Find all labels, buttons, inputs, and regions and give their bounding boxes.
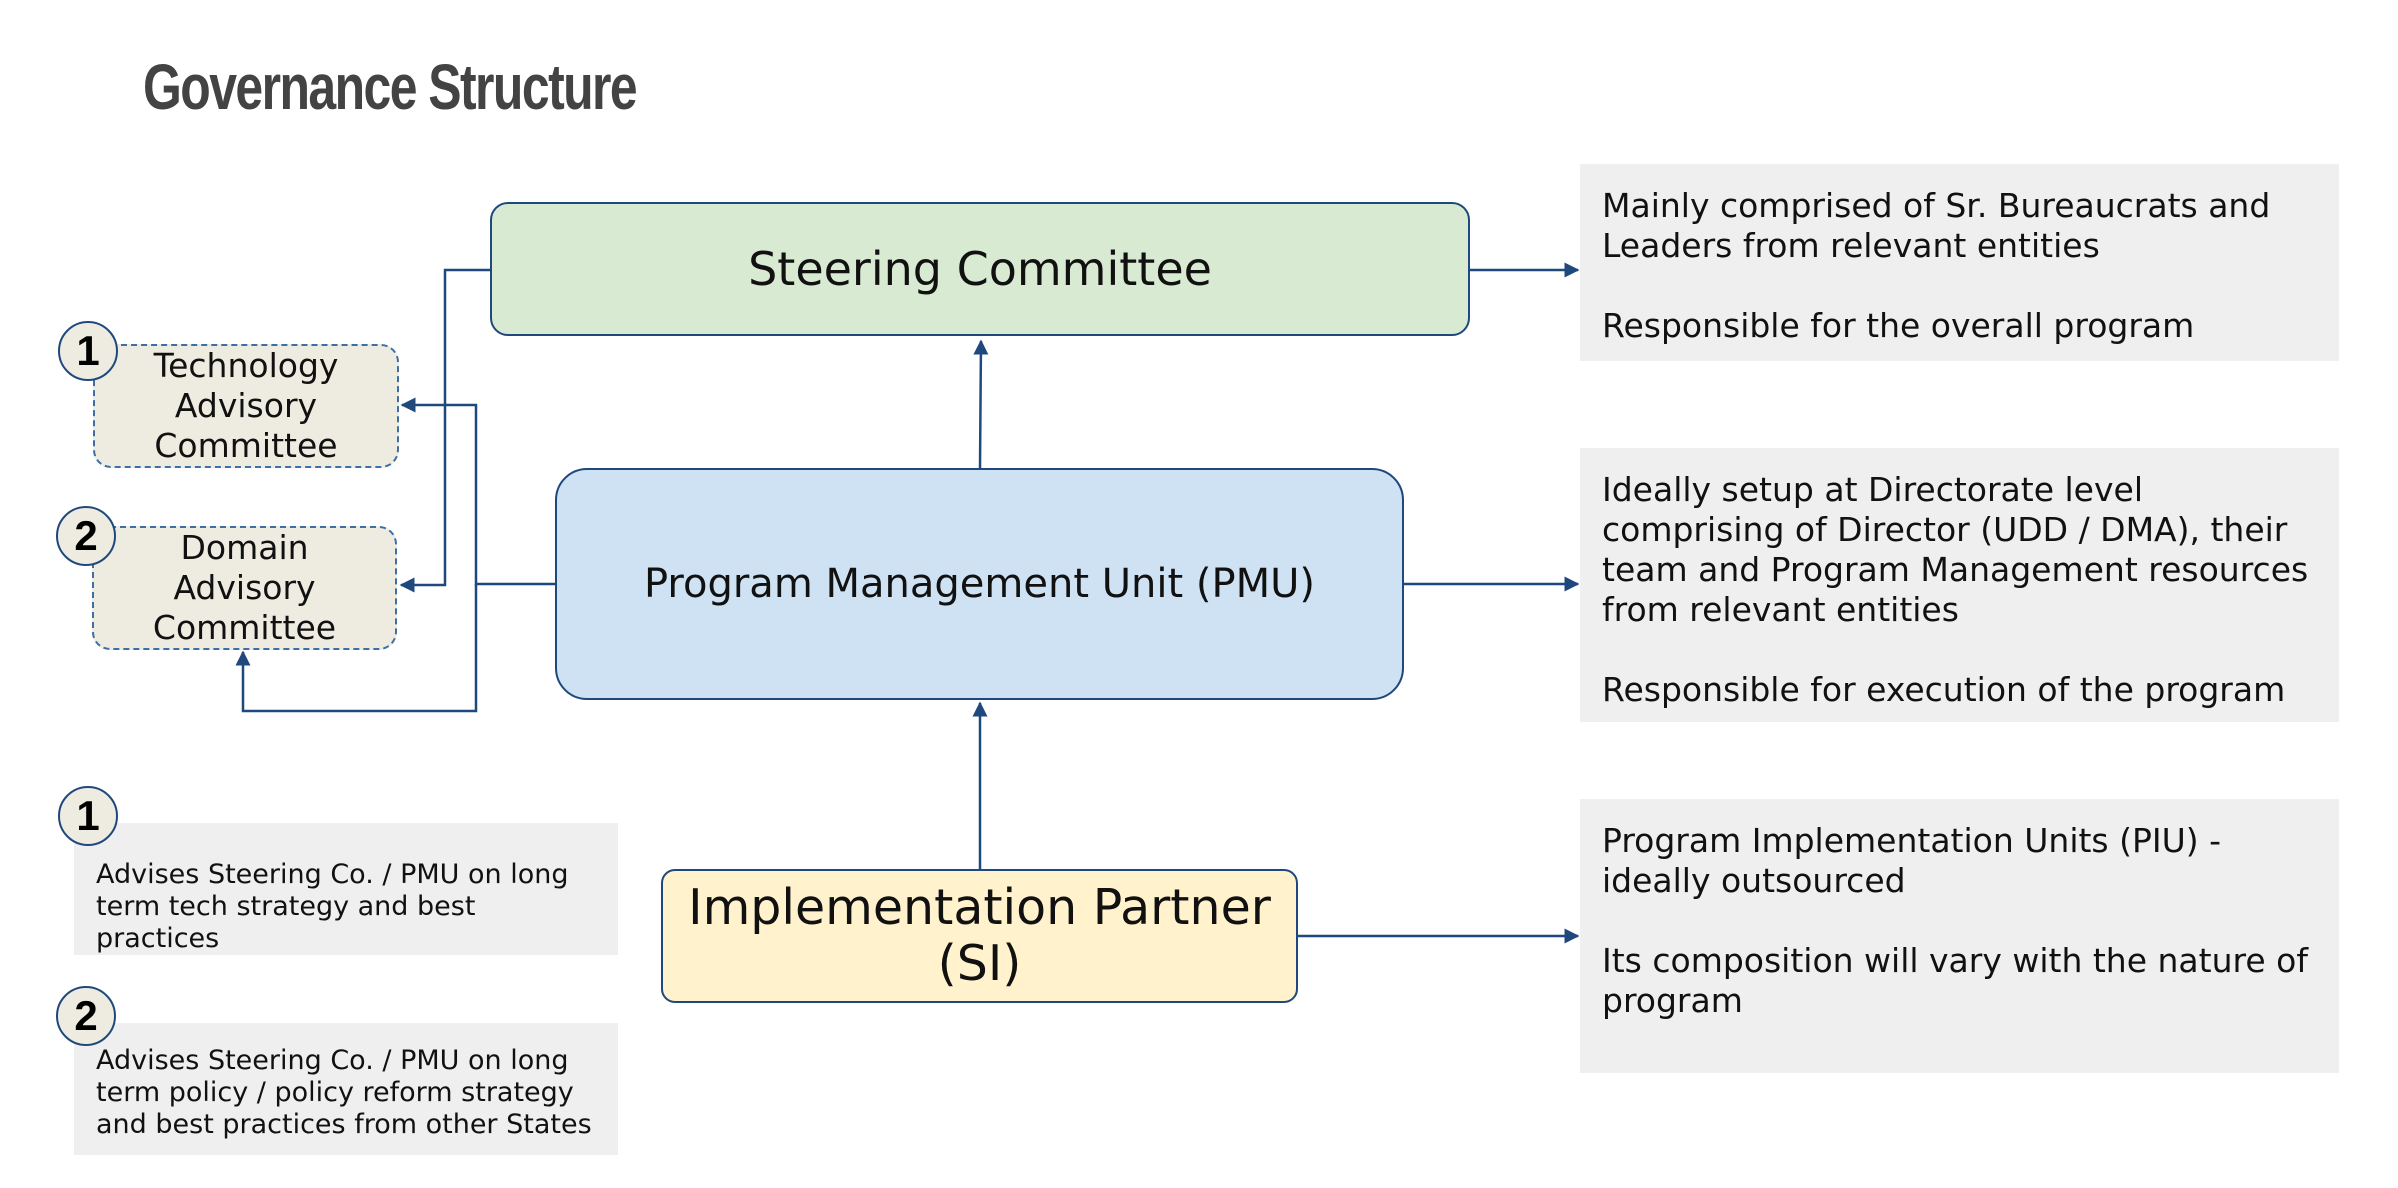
pmu-to-tech-advisory-connector xyxy=(400,397,555,586)
implementation-partner-box: Implementation Partner (SI) xyxy=(661,869,1298,1003)
domain-advisory-committee-label: Domain Advisory Committee xyxy=(152,528,337,647)
pmu-box: Program Management Unit (PMU) xyxy=(555,468,1404,700)
tech-note-number-badge: 1 xyxy=(58,786,118,846)
pmu-description: Ideally setup at Directorate level compr… xyxy=(1580,448,2339,722)
tech-advisory-note: Advises Steering Co. / PMU on long term … xyxy=(74,823,618,955)
technology-advisory-committee-label: Technology Advisory Committee xyxy=(153,346,339,465)
steering-committee-label: Steering Committee xyxy=(748,242,1212,296)
steering-to-domain-advisory-connector xyxy=(399,268,490,593)
domain-advisory-note: Advises Steering Co. / PMU on long term … xyxy=(74,1023,618,1155)
domain-advisory-number-badge: 2 xyxy=(56,506,116,566)
steering-committee-box: Steering Committee xyxy=(490,202,1470,336)
implementation-partner-description: Program Implementation Units (PIU) - ide… xyxy=(1580,799,2339,1073)
implementation-partner-label: Implementation Partner (SI) xyxy=(688,879,1271,992)
page-title: Governance Structure xyxy=(143,51,638,123)
domain-note-number-badge: 2 xyxy=(56,986,116,1046)
pmu-to-steering-arrow xyxy=(973,339,989,469)
steering-committee-description: Mainly comprised of Sr. Bureaucrats and … xyxy=(1580,164,2339,361)
domain-advisory-committee-box: Domain Advisory Committee xyxy=(92,526,397,650)
technology-advisory-committee-box: Technology Advisory Committee xyxy=(93,344,399,468)
pmu-label: Program Management Unit (PMU) xyxy=(644,561,1315,607)
tech-advisory-number-badge: 1 xyxy=(58,321,118,381)
pmu-to-domain-advisory-bottom-connector xyxy=(235,584,478,713)
